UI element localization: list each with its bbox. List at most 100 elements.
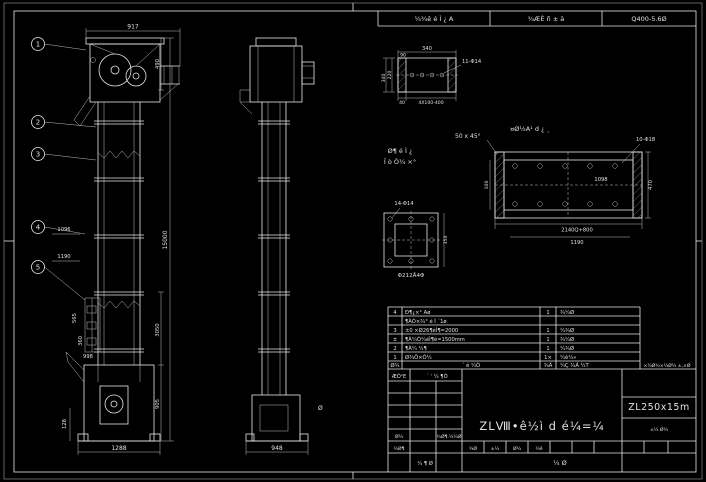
parts-header-desc: ´ é ¼Ò (462, 362, 480, 369)
parts-header-qty: ¾Ã (544, 362, 553, 369)
part-qty: 1 (546, 337, 549, 343)
channel-caption-1: Ø¶ é Ì ¿ (388, 146, 413, 155)
dim-left-a: 220 (387, 71, 393, 80)
dim-917: 917 (127, 24, 139, 31)
channel-caption-2: Î ò Ò¼ ×° (384, 157, 416, 166)
stray-label: Ø (318, 405, 323, 412)
part-no: 1 (393, 355, 396, 361)
part-desc: ¶À¼ ¼¶ (405, 345, 427, 352)
parts-header-no: Ø¾ (390, 362, 399, 369)
detail-plate: ¤Ø½A¹ d ¿ ¸ 10-Φ18 1098 470 2140Q+800 11… (484, 125, 655, 246)
part-no: 2 (393, 346, 396, 352)
callouts: 1 2 3 4 5 (32, 38, 97, 301)
parts-row-5: 2 ¶À¼ ¼¶ 1 ¼¾Ø (393, 345, 574, 352)
tech-note: ×¼Ø¾×¼Ø¼ ±,×Ø (644, 362, 691, 369)
model-number: ZL250x15m (628, 402, 689, 413)
part-mat: ׿¼ê¼» (560, 354, 576, 361)
drawing-title: ZLⅧ•ê½ì d é¼=¼ (479, 419, 604, 433)
boot-door (100, 386, 128, 424)
part-mat: ¼¾Ø (560, 327, 574, 334)
right-small-label: ±¼ Ø¼ (650, 426, 668, 433)
small-cell-2: ±¼ (491, 446, 500, 452)
dim-3050: 3050 (155, 323, 161, 336)
parts-row-6: 1 Ø¾Ô×Ò¼ 1× ׿¼ê¼» (393, 354, 576, 361)
drive-pulley (126, 66, 146, 86)
dim-340-top: 340 (422, 46, 432, 52)
dim-1288: 1288 (111, 445, 126, 452)
part-no: 3 (393, 328, 396, 334)
dim-470: 470 (648, 180, 654, 190)
head-pulley-outer (99, 54, 131, 86)
part-qty: 1 (546, 310, 549, 316)
small-cell-3: Ø¼ (513, 445, 522, 452)
dim-row-spacing: 4X100-400 (418, 100, 443, 106)
callout-1: 1 (36, 41, 40, 49)
flange-holes-note: 14-Φ14 (394, 201, 414, 207)
dim-350: 350 (443, 236, 449, 245)
front-view: 917 15000 490 3050 905 1096 1190 565 360… (32, 24, 181, 456)
part-desc: ¶ÀÒ×¾° é Ì ´1ø (405, 318, 447, 325)
plate-holes-note: 10-Φ18 (636, 137, 655, 143)
part-desc: Ð¶¿×° Aø (405, 310, 430, 316)
chamfer-label: 50 x 45° (455, 133, 481, 140)
part-mat: ¾¼Ø (560, 336, 574, 343)
part-desc: ±0 ×Ø26¶éÌ¶=2000 (405, 327, 458, 334)
part-qty: 1 (546, 328, 549, 334)
parts-header-row: Ø¾ ´ é ¼Ò ¾Ã ¼Ç ¾Á ¼T (390, 362, 589, 369)
side-drive-unit (302, 62, 314, 84)
drawing-frame (4, 3, 702, 479)
callout-4: 4 (36, 224, 41, 232)
draw-label: ´ ' ¼ ¶Ò (426, 373, 447, 380)
front-dimensions: 917 15000 490 3050 905 1096 1190 565 360… (52, 24, 180, 456)
sig-cell-1: Ø¼ (395, 433, 404, 440)
parts-row-1: 4 Ð¶¿×° Aø 1 ¾¼Ø (393, 309, 574, 316)
dim-128: 128 (62, 419, 68, 429)
part-qty: 1× (544, 355, 552, 361)
dim-40: 40 (399, 100, 405, 106)
bottom-left-label: ¼ ¶ Ø (417, 460, 433, 467)
chamfer-note: 50 x 45° (455, 133, 497, 154)
dim-565: 565 (72, 313, 78, 323)
dim-1098: 1098 (594, 177, 607, 183)
dim-360: 360 (78, 336, 84, 346)
sig-cell-3: ¼Ø¶ (394, 445, 405, 452)
parts-header-mat: ¼Ç ¾Á ¼T (560, 362, 590, 369)
callout-5: 5 (36, 264, 40, 272)
small-cell-4: ¼ê (535, 445, 542, 452)
side-view: 948 Ø (240, 38, 323, 455)
dim-905: 905 (155, 399, 161, 409)
dim-100: 100 (484, 181, 490, 190)
front-head (74, 38, 180, 126)
dim-plate-1190: 1190 (570, 240, 583, 246)
dim-1190: 1190 (57, 254, 70, 260)
plate-caption: ¤Ø½A¹ d ¿ ¸ (510, 125, 550, 133)
part-mat: ¾¼Ø (560, 309, 574, 316)
front-boot (66, 352, 160, 441)
dim-15000: 15000 (162, 230, 169, 249)
sig-cell-2: ¾Ø¶.¼¼Ø (437, 433, 462, 440)
approve-label: ÆÓ¹E (392, 373, 407, 380)
parts-row-2: ¶ÀÒ×¾° é Ì ´1ø (405, 318, 447, 325)
part-qty: 1 (546, 346, 549, 352)
part-no: ± (393, 337, 397, 343)
parts-row-4: ± ¶À¼Ò¼éÌ¶é=1500mm 1 ¾¼Ø (393, 336, 574, 343)
dim-90: 90 (400, 53, 406, 59)
parts-row-3: 3 ±0 ×Ø26¶éÌ¶=2000 1 ¼¾Ø (393, 327, 574, 334)
strip-cell-3: Q400-5.6Ø (631, 15, 666, 23)
front-column (94, 102, 144, 365)
callout-3: 3 (36, 151, 40, 159)
dim-490: 490 (155, 59, 161, 69)
dim-left-b: 340 (381, 74, 387, 83)
callout-2: 2 (36, 119, 40, 127)
detail-channel: 340 90 11-Φ14 220 340 40 4X100-400 Ø¶ é … (381, 46, 482, 166)
part-desc: ¶À¼Ò¼éÌ¶é=1500mm (405, 336, 465, 343)
strip-cell-1: ¼¾ê é Ì ¿ A (415, 14, 454, 23)
strip-cell-2: ¾ÆÈ ñ ± ä (528, 14, 565, 23)
title-block: ÆÓ¹E ´ ' ¼ ¶Ò Ø¼ ¾Ø¶.¼¼Ø ¼Ø¶ ¼ ¶ Ø ZLⅧ•ê… (388, 369, 696, 472)
sheet-note: ¼ Ø (553, 459, 566, 467)
title-strip: ¼¾ê é Ì ¿ A ¾ÆÈ ñ ± ä Q400-5.6Ø (378, 11, 696, 26)
dim-998: 998 (83, 354, 93, 360)
dim-bolt-circle: Φ212Ä4Φ (398, 272, 425, 279)
